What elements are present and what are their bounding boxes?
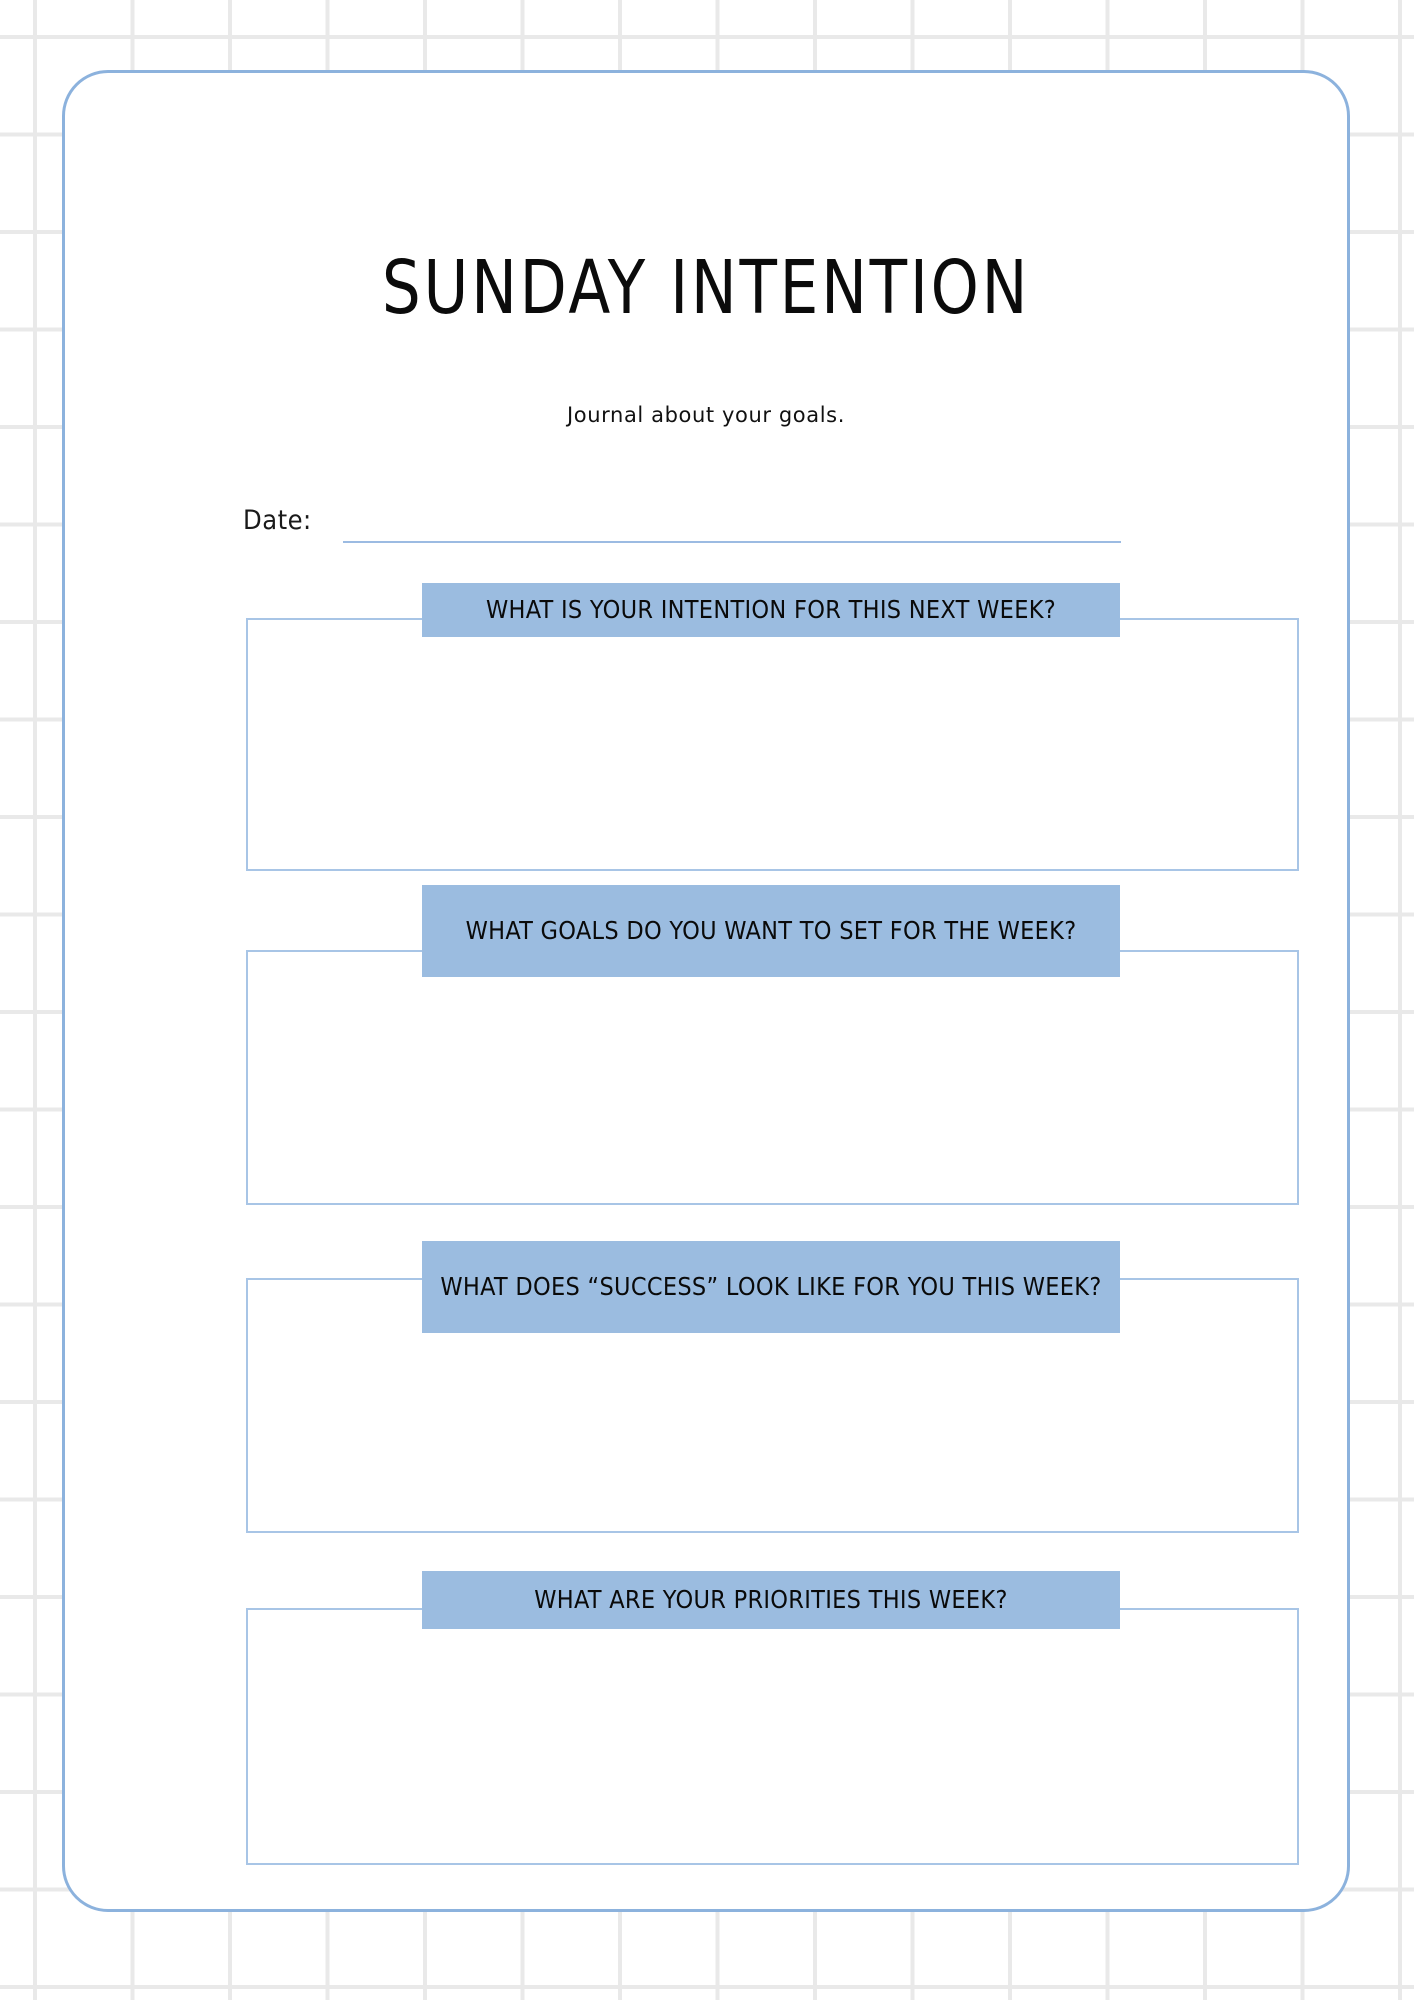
answer-box-2[interactable]: [246, 950, 1299, 1205]
page-subtitle: Journal about your goals.: [567, 403, 845, 427]
date-label: Date:: [243, 505, 312, 536]
date-row: Date:: [243, 505, 1123, 545]
page-title: SUNDAY INTENTION: [381, 245, 1031, 331]
answer-box-1[interactable]: [246, 618, 1299, 871]
question-banner-2: WHAT GOALS DO YOU WANT TO SET FOR THE WE…: [422, 885, 1120, 977]
question-banner-3: WHAT DOES “SUCCESS” LOOK LIKE FOR YOU TH…: [422, 1241, 1120, 1333]
date-input[interactable]: [343, 541, 1121, 543]
answer-box-4[interactable]: [246, 1608, 1299, 1865]
question-banner-4: WHAT ARE YOUR PRIORITIES THIS WEEK?: [422, 1571, 1120, 1629]
worksheet-card: SUNDAY INTENTION Journal about your goal…: [62, 70, 1350, 1912]
question-banner-1: WHAT IS YOUR INTENTION FOR THIS NEXT WEE…: [422, 583, 1120, 637]
